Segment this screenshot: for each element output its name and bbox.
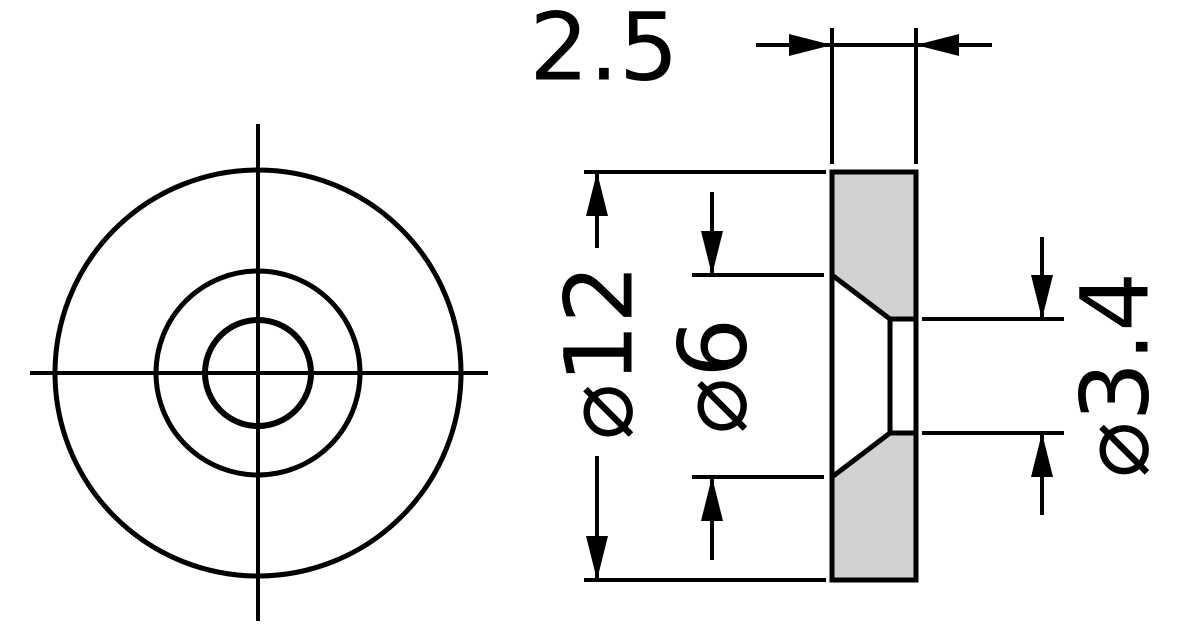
- countersink-slope-bottom: [830, 431, 892, 479]
- dim-label-countersink-diameter: ⌀6: [660, 318, 769, 434]
- arrowhead-left-icon: [916, 34, 959, 56]
- countersink-slope-top: [830, 273, 892, 321]
- arrowhead-down-icon: [586, 536, 608, 580]
- countersink-circle: [153, 268, 363, 478]
- dimension-hole-diameter: ⌀3.4: [922, 237, 1171, 515]
- arrowhead-right-icon: [789, 34, 832, 56]
- arrowhead-up-icon: [701, 477, 723, 521]
- section-fill: [832, 172, 916, 580]
- dim-label-thickness: 2.5: [529, 0, 679, 103]
- arrowhead-down-icon: [1031, 275, 1053, 319]
- outer-diameter-circle: [52, 167, 464, 579]
- dim-label-hole-diameter: ⌀3.4: [1062, 272, 1171, 478]
- dimension-outer-diameter: ⌀12: [546, 170, 826, 582]
- dim-label-outer-diameter: ⌀12: [546, 264, 655, 440]
- hole-circle: [202, 317, 314, 429]
- arrowhead-up-icon: [586, 172, 608, 216]
- side-section-view: [829, 169, 919, 583]
- arrowhead-up-icon: [1031, 433, 1053, 477]
- arrowhead-down-icon: [701, 231, 723, 275]
- front-view: [30, 124, 488, 621]
- dimension-thickness: 2.5: [529, 0, 992, 164]
- dimension-countersink-diameter: ⌀6: [660, 192, 824, 560]
- side-view-outline: [829, 169, 919, 583]
